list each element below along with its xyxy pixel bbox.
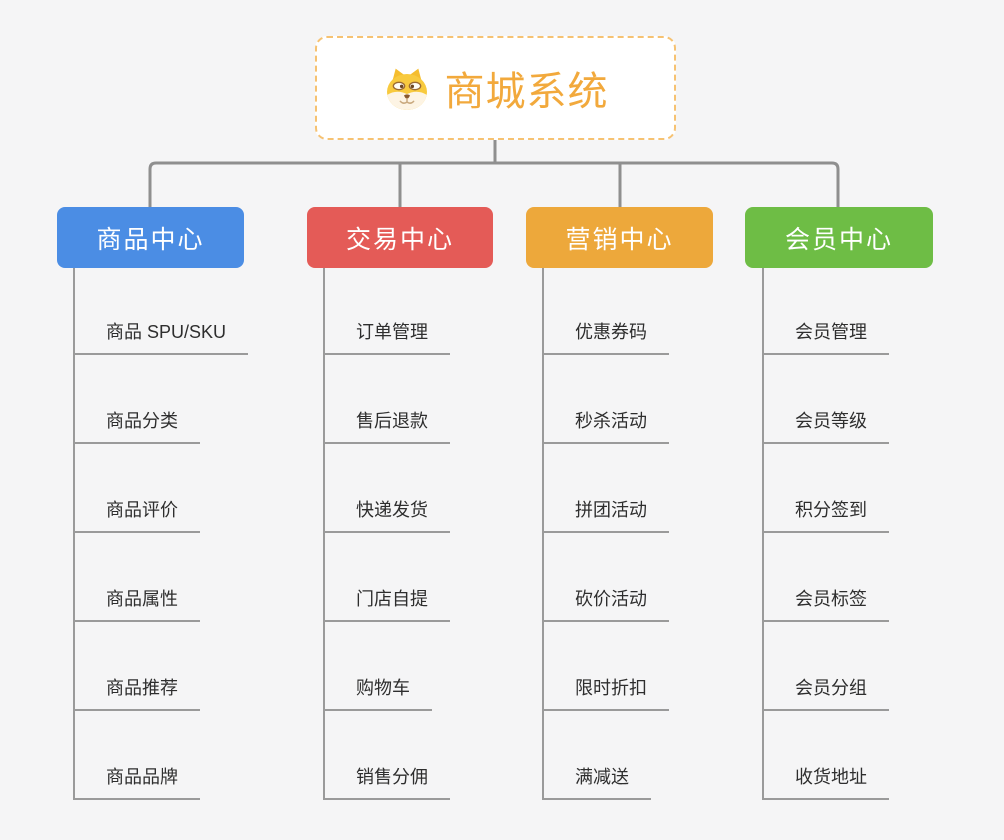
sub-topic[interactable]: 会员标签 (762, 586, 889, 622)
sub-topic[interactable]: 商品推荐 (73, 675, 200, 711)
sub-topic[interactable]: 优惠券码 (542, 319, 669, 355)
sub-topic[interactable]: 购物车 (323, 675, 432, 711)
dog-face-icon (386, 68, 427, 110)
sub-topic[interactable]: 销售分佣 (323, 764, 450, 800)
branch-topic-goods[interactable]: 商品中心 (57, 207, 244, 268)
branch-topic-marketing[interactable]: 营销中心 (526, 207, 713, 268)
branch-topic-label: 营销中心 (565, 225, 674, 254)
branch-trunk-line (323, 268, 325, 800)
sub-topic[interactable]: 商品品牌 (73, 764, 200, 800)
sub-topic[interactable]: 会员等级 (762, 408, 889, 444)
sub-topic[interactable]: 商品 SPU/SKU (73, 319, 249, 355)
sub-topic[interactable]: 拼团活动 (542, 497, 669, 533)
branch-trunk-line (542, 268, 544, 800)
sub-topic[interactable]: 会员管理 (762, 319, 889, 355)
sub-topic[interactable]: 商品分类 (73, 408, 200, 444)
sub-topic[interactable]: 满减送 (542, 764, 651, 800)
sub-topic[interactable]: 限时折扣 (542, 675, 669, 711)
sub-topic[interactable]: 商品属性 (73, 586, 200, 622)
branch-trunk-line (73, 268, 75, 800)
branch-topic-label: 会员中心 (784, 225, 893, 254)
branch-topic-label: 交易中心 (345, 225, 454, 254)
sub-topic[interactable]: 商品评价 (73, 497, 200, 533)
branch-topic-trade[interactable]: 交易中心 (307, 207, 493, 268)
sub-topic[interactable]: 售后退款 (323, 408, 450, 444)
root-topic-label: 商城系统 (444, 70, 609, 114)
branch-trunk-line (762, 268, 764, 800)
sub-topic[interactable]: 门店自提 (323, 586, 450, 622)
branch-bus-line (148, 161, 840, 207)
sub-topic[interactable]: 秒杀活动 (542, 408, 669, 444)
sub-topic[interactable]: 订单管理 (323, 319, 450, 355)
root-topic[interactable]: 商城系统 (315, 36, 676, 140)
sub-topic[interactable]: 积分签到 (762, 497, 889, 533)
sub-topic[interactable]: 会员分组 (762, 675, 889, 711)
branch-topic-label: 商品中心 (96, 225, 205, 254)
sub-topic[interactable]: 收货地址 (762, 764, 889, 800)
sub-topic[interactable]: 快递发货 (323, 497, 450, 533)
sub-topic[interactable]: 砍价活动 (542, 586, 669, 622)
branch-topic-member[interactable]: 会员中心 (745, 207, 933, 268)
